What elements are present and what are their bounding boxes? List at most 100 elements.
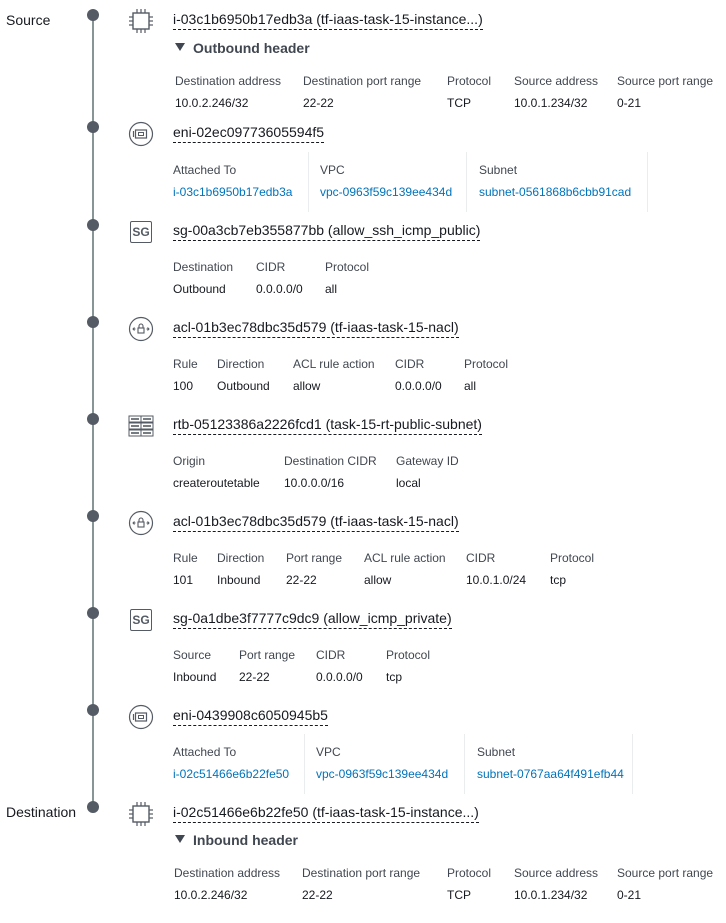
outbound-header-label: Outbound header xyxy=(193,40,310,56)
detail-value: 10.0.2.246/32 xyxy=(175,96,249,110)
detail-value: 22-22 xyxy=(239,670,270,684)
detail-label: Subnet xyxy=(479,163,518,177)
detail-label: Destination CIDR xyxy=(284,454,377,468)
detail-label: VPC xyxy=(320,163,345,177)
detail-value: TCP xyxy=(447,96,471,110)
detail-value: allow xyxy=(293,379,321,393)
timeline-dot xyxy=(87,801,99,813)
subnet-link[interactable]: subnet-0767aa64f491efb44 xyxy=(477,767,624,781)
eni-link[interactable]: eni-0439908c6050945b5 xyxy=(173,707,328,726)
destination-instance-link[interactable]: i-02c51466e6b22fe50 (tf-iaas-task-15-ins… xyxy=(173,804,479,823)
security-group-icon: SG xyxy=(128,607,154,633)
detail-label: Destination address xyxy=(175,74,282,88)
detail-label: Protocol xyxy=(447,74,492,88)
timeline-dot xyxy=(87,510,99,522)
detail-value: all xyxy=(464,379,477,393)
detail-value: 100 xyxy=(173,379,194,393)
vpc-link[interactable]: vpc-0963f59c139ee434d xyxy=(316,767,449,781)
detail-label: Protocol xyxy=(386,648,431,662)
detail-label: Rule xyxy=(173,357,198,371)
detail-label: Destination port range xyxy=(302,866,421,880)
detail-label: Protocol xyxy=(464,357,509,371)
detail-value: 0.0.0.0/0 xyxy=(395,379,442,393)
detail-value: 10.0.1.234/32 xyxy=(514,96,588,110)
detail-value: 22-22 xyxy=(302,888,333,902)
detail-label: CIDR xyxy=(316,648,346,662)
detail-label: Destination xyxy=(173,260,234,274)
detail-label: Destination port range xyxy=(303,74,422,88)
detail-label: VPC xyxy=(316,745,341,759)
inbound-header-details: Destination address 10.0.2.246/32 Destina… xyxy=(174,865,721,903)
detail-label: Port range xyxy=(286,551,343,565)
detail-label: Source address xyxy=(514,74,599,88)
network-acl-icon xyxy=(128,316,154,342)
subnet-link[interactable]: subnet-0561868b6cbb91cad xyxy=(479,185,632,199)
detail-label: CIDR xyxy=(395,357,425,371)
detail-value: 10.0.1.0/24 xyxy=(466,573,527,587)
ec2-instance-icon xyxy=(128,801,154,827)
detail-value: allow xyxy=(364,573,392,587)
detail-value: all xyxy=(325,282,338,296)
detail-label: CIDR xyxy=(256,260,286,274)
network-acl-link[interactable]: acl-01b3ec78dbc35d579 (tf-iaas-task-15-n… xyxy=(173,319,459,338)
inbound-header-toggle[interactable]: Inbound header xyxy=(175,832,298,848)
detail-value: 10.0.2.246/32 xyxy=(174,888,248,902)
source-instance-link[interactable]: i-03c1b6950b17edb3a (tf-iaas-task-15-ins… xyxy=(173,11,483,30)
detail-value: 10.0.1.234/32 xyxy=(514,888,588,902)
detail-value: 0-21 xyxy=(617,888,642,902)
detail-value: TCP xyxy=(447,888,471,902)
outbound-header-toggle[interactable]: Outbound header xyxy=(175,40,310,56)
detail-label: Rule xyxy=(173,551,198,565)
outbound-header-details: Destination address 10.0.2.246/32 Destina… xyxy=(175,73,721,111)
detail-value: 22-22 xyxy=(303,96,334,110)
detail-value: Outbound xyxy=(173,282,226,296)
source-label: Source xyxy=(6,12,51,28)
detail-value: 0.0.0.0/0 xyxy=(316,670,363,684)
timeline-dot xyxy=(87,316,99,328)
vpc-link[interactable]: vpc-0963f59c139ee434d xyxy=(320,185,453,199)
detail-label: Attached To xyxy=(173,745,237,759)
detail-value: Inbound xyxy=(173,670,217,684)
detail-label: Protocol xyxy=(447,866,492,880)
detail-label: Direction xyxy=(217,551,265,565)
eni-link[interactable]: eni-02ec09773605594f5 xyxy=(173,124,325,143)
detail-value: Inbound xyxy=(217,573,261,587)
timeline-dot xyxy=(87,704,99,716)
detail-label: Origin xyxy=(173,454,206,468)
caret-down-icon xyxy=(175,43,185,51)
detail-label: Destination address xyxy=(174,866,281,880)
detail-label: Gateway ID xyxy=(396,454,459,468)
eni-details-table: Attached To i-03c1b6950b17edb3a VPC vpc-09… xyxy=(173,152,648,212)
detail-value: 101 xyxy=(173,573,194,587)
detail-label: Source xyxy=(173,648,212,662)
detail-label: Subnet xyxy=(477,745,516,759)
timeline-dot xyxy=(87,9,99,21)
timeline-dot xyxy=(87,413,99,425)
timeline-dot xyxy=(87,607,99,619)
attached-instance-link[interactable]: i-02c51466e6b22fe50 xyxy=(173,767,290,781)
inbound-header-label: Inbound header xyxy=(193,832,298,848)
security-group-icon: SG xyxy=(128,219,154,245)
route-table-link[interactable]: rtb-05123386a2226fcd1 (task-15-rt-public… xyxy=(173,416,482,435)
attached-instance-link[interactable]: i-03c1b6950b17edb3a xyxy=(173,185,293,199)
eni-details-table: Attached To i-02c51466e6b22fe50 VPC vpc-09… xyxy=(173,734,633,794)
route-table-icon xyxy=(128,413,154,439)
network-acl-link[interactable]: acl-01b3ec78dbc35d579 (tf-iaas-task-15-n… xyxy=(173,513,459,532)
detail-label: Protocol xyxy=(550,551,595,565)
security-group-link[interactable]: sg-00a3cb7eb355877bb (allow_ssh_icmp_pub… xyxy=(173,222,481,241)
detail-value: tcp xyxy=(550,573,567,587)
detail-label: Attached To xyxy=(173,163,237,177)
detail-label: ACL rule action xyxy=(293,357,375,371)
detail-value: 0.0.0.0/0 xyxy=(256,282,303,296)
timeline-dot xyxy=(87,121,99,133)
destination-label: Destination xyxy=(6,804,77,820)
network-acl-icon xyxy=(128,510,154,536)
security-group-link[interactable]: sg-0a1dbe3f7777c9dc9 (allow_icmp_private… xyxy=(173,610,452,629)
detail-value: tcp xyxy=(386,670,403,684)
detail-value: Outbound xyxy=(217,379,270,393)
